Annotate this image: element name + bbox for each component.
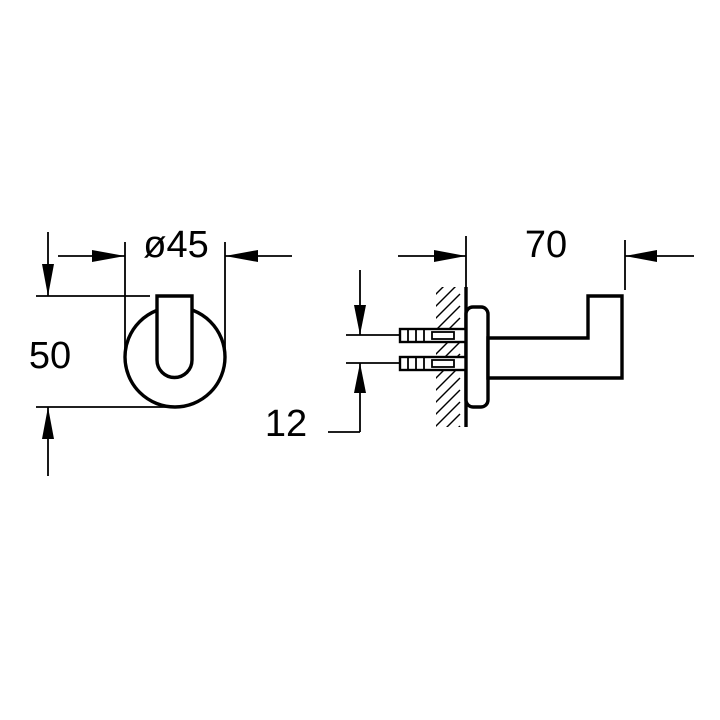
diameter-dimension: ø45 [58, 224, 292, 357]
hook-arm-side [486, 294, 624, 380]
hook-arm-front [155, 294, 194, 380]
depth-label: 70 [525, 224, 567, 266]
depth-dimension: 70 [398, 224, 694, 290]
rosette-side [464, 305, 490, 409]
height-dimension: 50 [29, 232, 175, 476]
screw-spacing-label: 12 [265, 403, 307, 445]
diameter-label: ø45 [143, 224, 208, 266]
screw-spacing-dimension: 12 [265, 270, 400, 445]
wall-hatch [436, 287, 461, 427]
front-view: ø45 50 [29, 224, 292, 476]
side-view: 70 12 [265, 224, 694, 445]
wall-plugs [398, 327, 468, 372]
height-label: 50 [29, 335, 71, 377]
